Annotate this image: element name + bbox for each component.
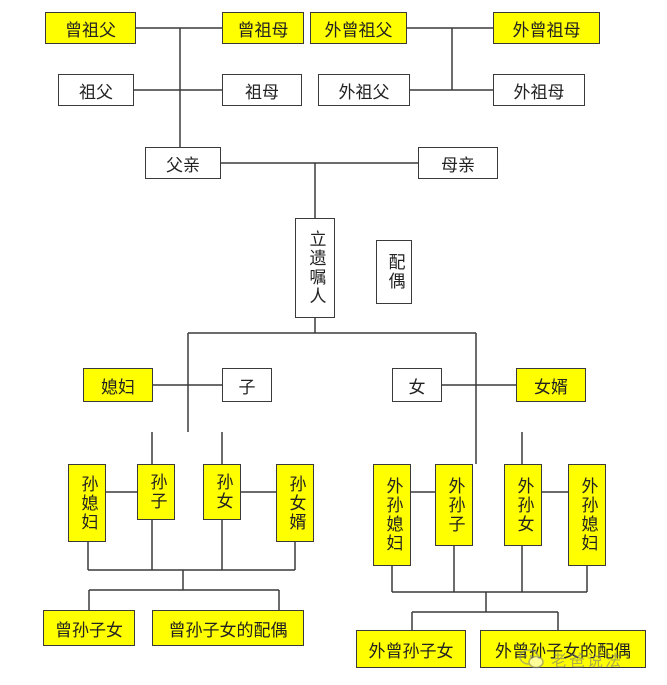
node-great-grandfather: 曾祖父: [45, 12, 136, 44]
node-testator: 立遗嘱人: [295, 218, 335, 318]
node-maternal-grandfather: 外祖父: [318, 74, 410, 106]
node-maternal-great-grandfather: 外曾祖父: [310, 12, 407, 44]
node-daughter-in-law: 媳妇: [83, 368, 153, 402]
node-granddaughter: 孙女: [203, 464, 241, 520]
node-spouse: 配偶: [376, 240, 412, 304]
node-daughter: 女: [392, 368, 442, 402]
node-son-in-law: 女婿: [516, 368, 586, 402]
node-great-grandchildren-spouses: 曾孙子女的配偶: [152, 610, 304, 646]
node-maternal-granddaughter: 外孙女: [504, 464, 542, 546]
node-maternal-great-grandchildren-spouses: 外曾孙子女的配偶: [480, 630, 646, 668]
node-maternal-grandson-wife-2: 外孙媳妇: [568, 464, 606, 566]
watermark-text: 老爸说法: [551, 651, 624, 670]
node-great-grandmother: 曾祖母: [222, 12, 304, 44]
node-maternal-great-grandchildren: 外曾孙子女: [356, 630, 466, 668]
node-father: 父亲: [145, 147, 221, 179]
node-maternal-great-grandmother: 外曾祖母: [493, 12, 600, 44]
node-mother: 母亲: [418, 147, 498, 179]
node-grandson-wife: 孙媳妇: [68, 464, 106, 542]
node-granddaughter-husband: 孙女婿: [276, 464, 314, 542]
node-grandmother: 祖母: [222, 74, 302, 106]
node-son: 子: [222, 368, 272, 402]
watermark: 老爸说法: [519, 639, 659, 679]
node-great-grandchildren: 曾孙子女: [43, 610, 135, 646]
node-maternal-grandson-wife-1: 外孙媳妇: [373, 464, 411, 566]
node-maternal-grandmother: 外祖母: [493, 74, 585, 106]
wechat-bubble-icon: [519, 649, 544, 669]
node-grandson: 孙子: [137, 464, 175, 520]
node-maternal-grandson: 外孙子: [435, 464, 473, 546]
node-grandfather: 祖父: [58, 74, 134, 106]
